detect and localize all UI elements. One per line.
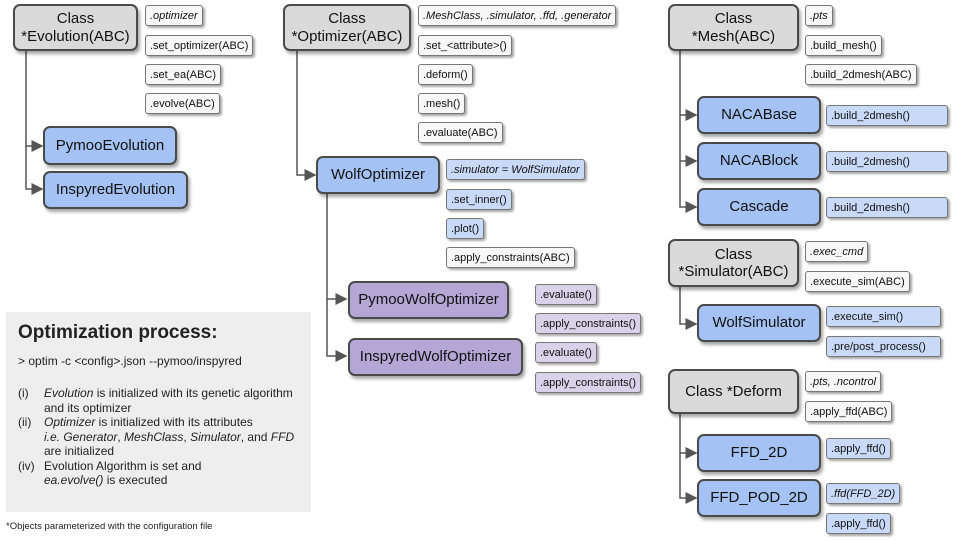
mesh-class-box[interactable]: Class*Mesh(ABC) [668,4,799,51]
mesh-tag-build-2dmesh: .build_2dmesh(ABC) [805,64,917,85]
wolf-tag-plot: .plot() [446,218,485,239]
optimizer-class-line1: Class [328,10,366,28]
footnote: *Objects parameterized with the configur… [6,521,213,532]
mesh-class-line2: *Mesh(ABC) [691,27,776,45]
process-step: (ii) Optimizer is initialized with its a… [18,415,295,458]
evolution-tag-set-ea: .set_ea(ABC) [145,64,222,85]
simulator-class-box[interactable]: Class*Simulator(ABC) [668,239,799,287]
wolf-tag-set-inner: .set_inner() [446,189,512,210]
deform-tag-pts-ncontrol: .pts, .ncontrol [805,371,882,392]
simulator-tag-execute-sim: .execute_sim(ABC) [805,271,910,292]
evolution-class-line2: *Evolution(ABC) [21,27,130,45]
ffd-pod-2d-tag-ffd: .ffd(FFD_2D) [826,483,901,504]
optimizer-tag-attributes: .MeshClass, .simulator, .ffd, .generator [418,5,617,26]
inspyred-wolf-tag-apply-constraints: .apply_constraints() [535,372,641,393]
process-title: Optimization process: [18,322,218,343]
naca-block-tag: .build_2dmesh() [826,151,948,172]
evolution-tag-set-optimizer: .set_optimizer(ABC) [145,35,254,56]
optimizer-tag-deform: .deform() [418,64,473,85]
naca-base-tag: .build_2dmesh() [826,105,948,126]
wolf-simulator-tag-execute-sim: .execute_sim() [826,306,941,327]
ffd-pod-2d-box[interactable]: FFD_POD_2D [697,479,821,517]
evolution-class-box[interactable]: Class*Evolution(ABC) [13,4,138,51]
pymoo-evolution-box[interactable]: PymooEvolution [43,126,177,165]
wolf-simulator-tag-pre-post: .pre/post_process() [826,336,941,357]
pymoo-wolf-tag-apply-constraints: .apply_constraints() [535,313,641,334]
deform-class-box[interactable]: Class *Deform [668,369,799,414]
inspyred-wolf-optimizer-box[interactable]: InspyredWolfOptimizer [348,338,523,376]
optimization-process-panel: Optimization process: > optim -c <config… [6,312,311,512]
cascade-tag: .build_2dmesh() [826,197,948,218]
pymoo-wolf-optimizer-box[interactable]: PymooWolfOptimizer [348,281,509,319]
cascade-box[interactable]: Cascade [697,188,821,226]
wolf-tag-apply-constraints: .apply_constraints(ABC) [446,247,575,268]
optimizer-class-line2: *Optimizer(ABC) [291,27,403,45]
simulator-tag-exec-cmd: .exec_cmd [805,241,869,262]
optimizer-tag-set-attribute: .set_<attribute>() [418,35,512,56]
evolution-class-line1: Class [56,10,95,28]
optimizer-class-box[interactable]: Class*Optimizer(ABC) [283,4,411,51]
pymoo-wolf-tag-evaluate: .evaluate() [535,284,597,305]
process-step: (i) Evolution is initialized with its ge… [18,386,293,415]
evolution-tag-evolve: .evolve(ABC) [145,93,220,114]
inspyred-wolf-tag-evaluate: .evaluate() [535,342,597,363]
ffd-pod-2d-tag-apply-ffd: .apply_ffd() [826,513,891,534]
naca-base-box[interactable]: NACABase [697,96,821,134]
deform-tag-apply-ffd: .apply_ffd(ABC) [805,401,893,422]
evolution-tag-optimizer: .optimizer [145,5,203,26]
inspyred-evolution-box[interactable]: InspyredEvolution [43,171,188,209]
optimizer-tag-evaluate: .evaluate(ABC) [418,122,503,143]
mesh-tag-pts: .pts [805,5,833,26]
simulator-class-line2: *Simulator(ABC) [678,263,789,280]
wolf-simulator-box[interactable]: WolfSimulator [697,304,821,342]
ffd-2d-tag-apply-ffd: .apply_ffd() [826,438,891,459]
ffd-2d-box[interactable]: FFD_2D [697,434,821,472]
optimizer-tag-mesh: .mesh() [418,93,466,114]
process-command: > optim -c <config>.json --pymoo/inspyre… [18,354,242,368]
wolf-optimizer-box[interactable]: WolfOptimizer [316,156,440,194]
naca-block-box[interactable]: NACABlock [697,142,821,180]
simulator-class-line1: Class [714,245,753,263]
mesh-tag-build-mesh: .build_mesh() [805,35,882,56]
wolf-tag-simulator: .simulator = WolfSimulator [446,159,585,180]
mesh-class-line1: Class [714,10,753,28]
